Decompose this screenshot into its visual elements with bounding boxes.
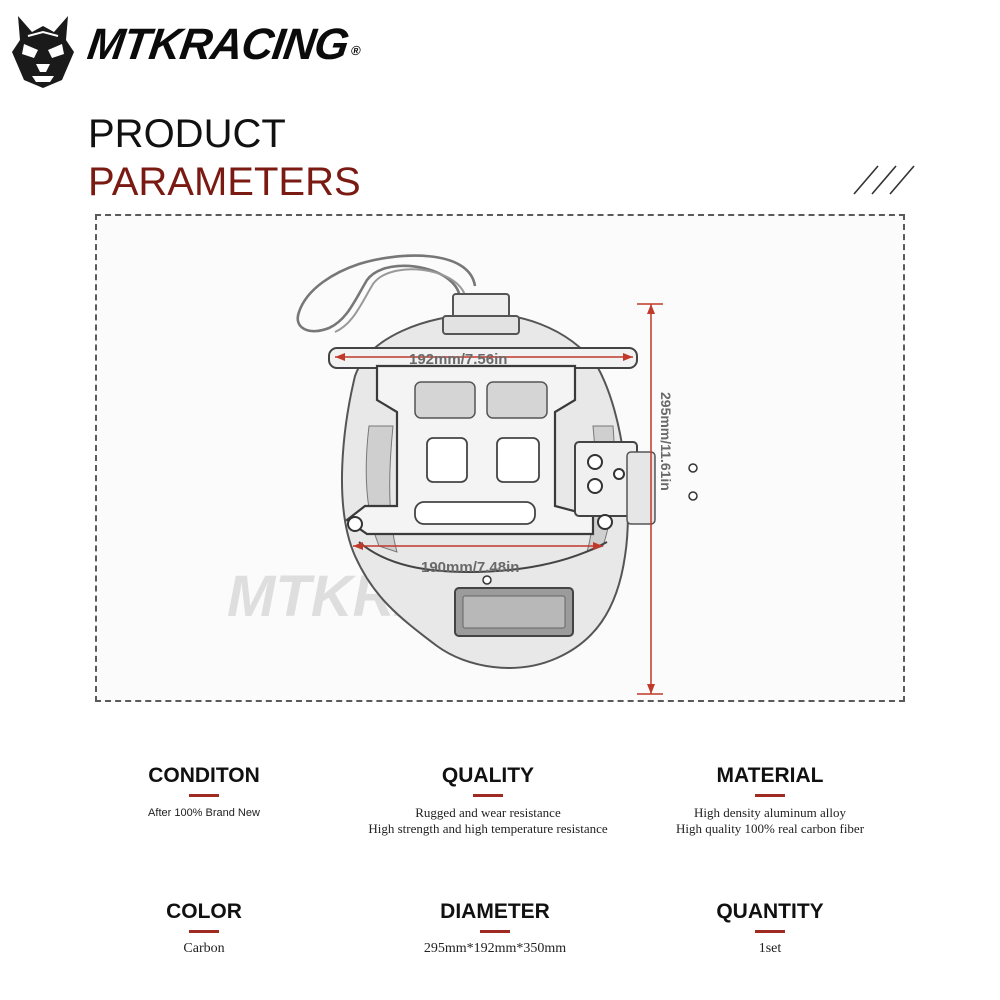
dimension-top-width: 192mm/7.56in (335, 351, 633, 368)
spec-condition-text: After 100% Brand New (148, 807, 260, 819)
spec-quality-text-1: Rugged and wear resistance (415, 805, 561, 820)
accent-underline (473, 794, 503, 797)
accent-underline (189, 930, 219, 933)
product-technical-drawing: MTKRACING 192mm/7.56in 190mm (227, 254, 698, 695)
spec-material-text-2: High quality 100% real carbon fiber (675, 821, 865, 836)
spec-color: COLOR Carbon (104, 900, 304, 957)
spec-condition-label: CONDITON (148, 764, 260, 787)
spec-diameter: DIAMETER 295mm*192mm*350mm (345, 900, 645, 957)
section-title-line2: PARAMETERS (88, 160, 361, 204)
spec-quantity: QUANTITY 1set (660, 900, 880, 957)
spec-diameter-text: 295mm*192mm*350mm (423, 941, 567, 956)
spec-diameter-label: DIAMETER (440, 900, 550, 923)
accent-underline (755, 930, 785, 933)
spec-color-text: Carbon (183, 941, 225, 956)
spec-color-label: COLOR (166, 900, 242, 923)
spec-quality-label: QUALITY (441, 764, 535, 787)
svg-text:192mm/7.56in: 192mm/7.56in (409, 351, 507, 368)
section-title-line1: PRODUCT (88, 112, 286, 156)
svg-text:295mm/11.61in: 295mm/11.61in (658, 392, 674, 491)
triple-slash-icon (853, 165, 915, 195)
dimension-bottom-width: 190mm/7.48in (353, 542, 603, 576)
spec-quality: QUALITY Rugged and wear resistance High … (338, 764, 638, 837)
accent-underline (189, 794, 219, 797)
dimension-height: 295mm/11.61in (637, 303, 674, 695)
spec-material-label: MATERIAL (716, 764, 824, 787)
accent-underline (480, 930, 510, 933)
svg-text:190mm/7.48in: 190mm/7.48in (421, 559, 519, 576)
spec-quality-text-2: High strength and high temperature resis… (368, 821, 608, 836)
registered-mark: ® (350, 43, 361, 58)
spec-material-text-1: High density aluminum alloy (693, 805, 846, 820)
spec-material: MATERIAL High density aluminum alloy Hig… (660, 764, 880, 837)
spec-quantity-text: 1set (758, 941, 782, 956)
skull-mascot-icon (12, 16, 74, 88)
spec-quantity-label: QUANTITY (716, 900, 824, 923)
spec-condition: CONDITON After 100% Brand New (104, 764, 304, 821)
accent-underline (755, 794, 785, 797)
brand-name: MTKRACING® (84, 20, 361, 69)
